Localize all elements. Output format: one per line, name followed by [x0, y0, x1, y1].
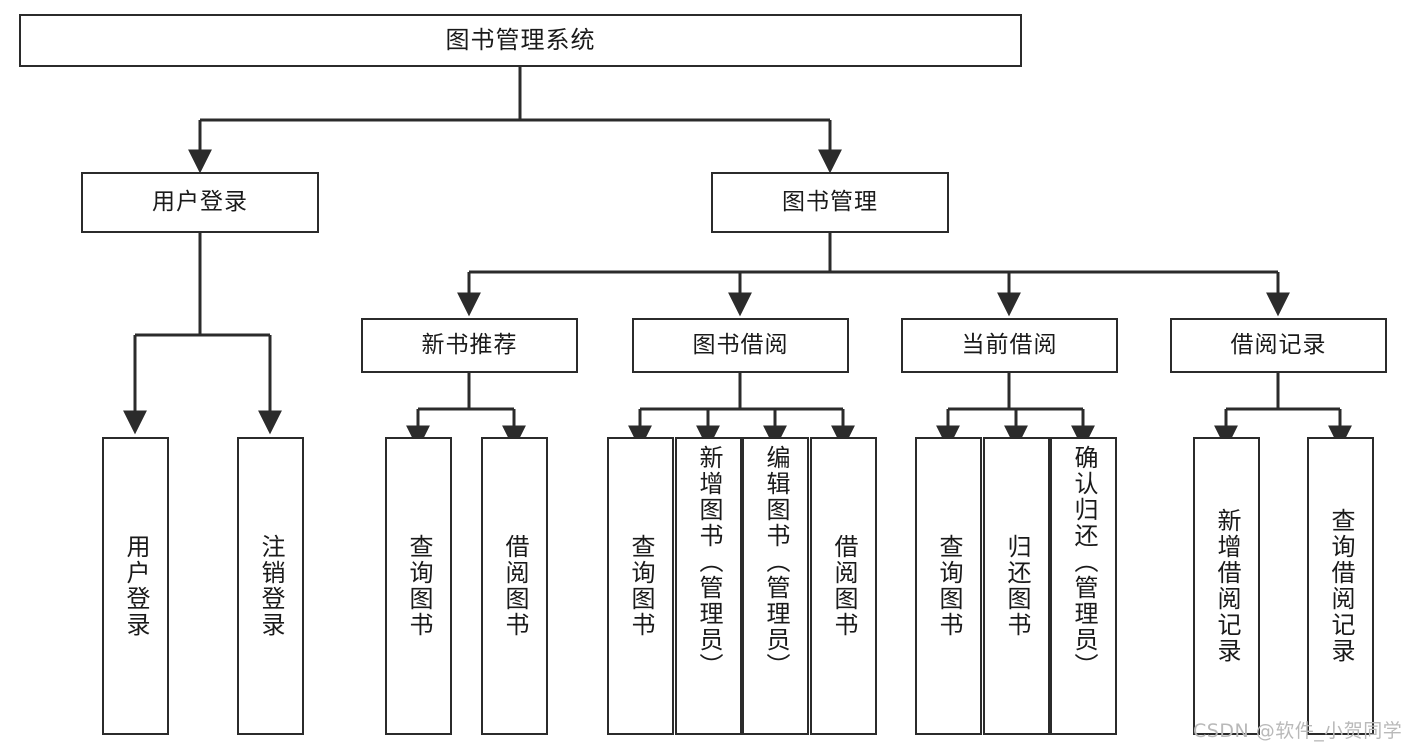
node-leaf-borrow-book-2[interactable]: 借阅图书	[810, 437, 877, 735]
csdn-watermark: CSDN @软件_小贺同学	[1193, 720, 1403, 742]
node-label: 编辑图书（管理员）	[761, 445, 790, 679]
node-leaf-query-record[interactable]: 查询借阅记录	[1307, 437, 1374, 735]
node-book-borrow[interactable]: 图书借阅	[632, 318, 849, 373]
node-label: 查询图书	[404, 534, 433, 638]
node-label: 新增借阅记录	[1212, 508, 1241, 664]
node-new-book-rec[interactable]: 新书推荐	[361, 318, 578, 373]
node-current-borrow[interactable]: 当前借阅	[901, 318, 1118, 373]
node-leaf-add-book[interactable]: 新增图书（管理员）	[675, 437, 742, 735]
node-leaf-query-book-2[interactable]: 查询图书	[607, 437, 674, 735]
node-leaf-query-book-1[interactable]: 查询图书	[385, 437, 452, 735]
node-label: 查询借阅记录	[1326, 508, 1355, 664]
node-label: 归还图书	[1002, 534, 1031, 638]
node-borrow-record[interactable]: 借阅记录	[1170, 318, 1387, 373]
node-leaf-user-login[interactable]: 用户登录	[102, 437, 169, 735]
node-leaf-edit-book[interactable]: 编辑图书（管理员）	[742, 437, 809, 735]
node-leaf-add-record[interactable]: 新增借阅记录	[1193, 437, 1260, 735]
node-label: 确认归还（管理员）	[1069, 445, 1098, 679]
node-leaf-user-logout[interactable]: 注销登录	[237, 437, 304, 735]
node-label: 借阅图书	[829, 534, 858, 638]
node-book-manage[interactable]: 图书管理	[711, 172, 949, 233]
node-leaf-return-book[interactable]: 归还图书	[983, 437, 1050, 735]
node-leaf-query-book-3[interactable]: 查询图书	[915, 437, 982, 735]
node-label: 新增图书（管理员）	[694, 445, 723, 679]
node-label: 用户登录	[152, 188, 248, 215]
node-label: 查询图书	[934, 534, 963, 638]
node-label: 当前借阅	[961, 331, 1058, 358]
node-label: 借阅图书	[500, 534, 529, 638]
node-leaf-borrow-book-1[interactable]: 借阅图书	[481, 437, 548, 735]
node-label: 图书管理系统	[445, 26, 596, 55]
node-label: 用户登录	[121, 534, 150, 638]
node-leaf-confirm-return[interactable]: 确认归还（管理员）	[1050, 437, 1117, 735]
node-label: 新书推荐	[421, 331, 518, 358]
node-label: 借阅记录	[1230, 331, 1327, 358]
node-user-login[interactable]: 用户登录	[81, 172, 319, 233]
node-label: 注销登录	[256, 534, 285, 638]
node-label: 查询图书	[626, 534, 655, 638]
node-label: 图书借阅	[692, 331, 789, 358]
node-label: 图书管理	[782, 188, 878, 215]
node-root[interactable]: 图书管理系统	[19, 14, 1022, 67]
